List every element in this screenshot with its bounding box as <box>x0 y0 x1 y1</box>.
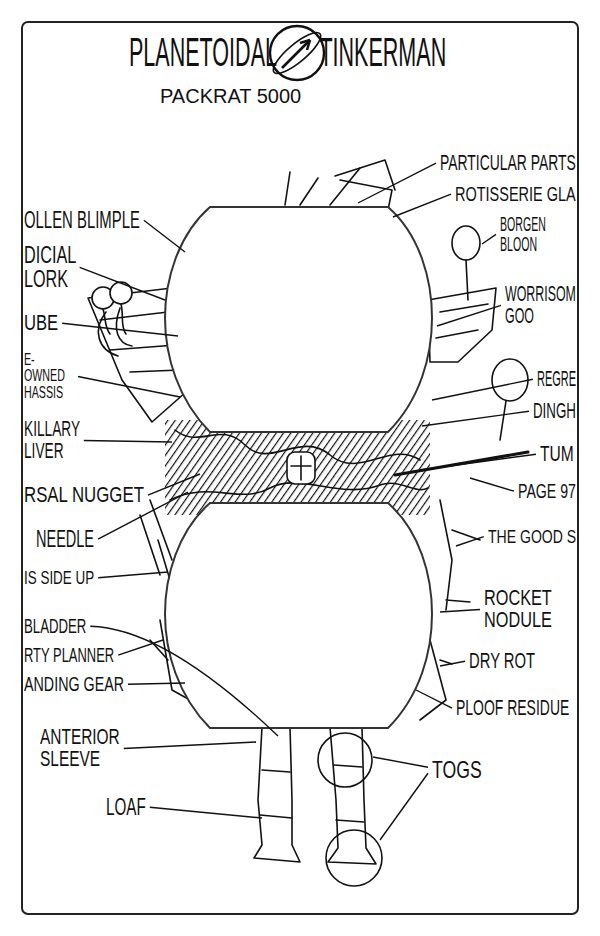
leader-line <box>416 690 452 708</box>
part-label: PLOOF RESIDUE <box>456 697 569 719</box>
leader-line <box>80 267 165 300</box>
part-label: DICIAL LORK <box>24 243 76 292</box>
leader-line <box>440 609 480 612</box>
leader-line <box>482 234 496 244</box>
leader-line <box>380 773 428 840</box>
leader-line <box>456 537 484 546</box>
leader-line <box>124 742 256 748</box>
part-label: ROCKET NODULE <box>484 587 552 632</box>
leader-line <box>84 440 172 442</box>
part-label: RTY PLANNER <box>24 645 114 665</box>
part-label: BLADDER <box>24 616 86 636</box>
leader-line <box>393 194 451 217</box>
leader-line <box>150 807 262 818</box>
part-label: DRY ROT <box>469 650 535 672</box>
leader-line <box>432 379 533 400</box>
part-label: KILLARY LIVER <box>24 418 80 463</box>
leader-line <box>358 163 436 203</box>
leader-line <box>144 220 185 252</box>
leader-line <box>128 683 185 684</box>
leader-line <box>118 640 163 655</box>
leader-line <box>78 376 180 397</box>
leader-line <box>422 411 529 426</box>
leader-line <box>373 757 428 767</box>
part-label: REGRE <box>537 368 576 390</box>
part-label: TOGS <box>432 758 482 782</box>
leader-line <box>62 323 178 336</box>
part-label: THE GOOD S <box>488 527 576 546</box>
leader-line <box>440 661 465 666</box>
part-label: DINGH <box>533 400 576 422</box>
part-label: PAGE 97 <box>518 481 576 501</box>
leader-line <box>470 478 514 491</box>
leader-line <box>420 454 536 470</box>
part-label: IS SIDE UP <box>24 568 94 587</box>
part-label: ANDING GEAR <box>24 674 124 694</box>
part-label: WORRISOM GOO <box>505 283 576 328</box>
part-label: PARTICULAR PARTS <box>440 152 576 174</box>
part-label: UBE <box>24 312 58 334</box>
part-label: ROTISSERIE GLA <box>455 184 576 204</box>
part-label: LOAF <box>106 795 146 819</box>
part-label: E-OWNED HASSIS <box>24 352 74 401</box>
part-label: RSAL NUGGET <box>24 484 144 506</box>
part-label: PACKRAT 5000 <box>160 86 301 106</box>
part-label: NEEDLE <box>36 527 94 551</box>
part-label: ANTERIOR SLEEVE <box>40 726 120 771</box>
part-label: TUM <box>540 443 574 465</box>
leader-line <box>98 572 168 578</box>
part-label: OLLEN BLIMPLE <box>24 208 140 232</box>
part-label: BORGEN BLOON <box>500 214 546 255</box>
title: PLANETOIDAL TINKERMAN <box>129 32 446 72</box>
leader-line <box>148 474 200 495</box>
leader-line <box>437 305 501 326</box>
